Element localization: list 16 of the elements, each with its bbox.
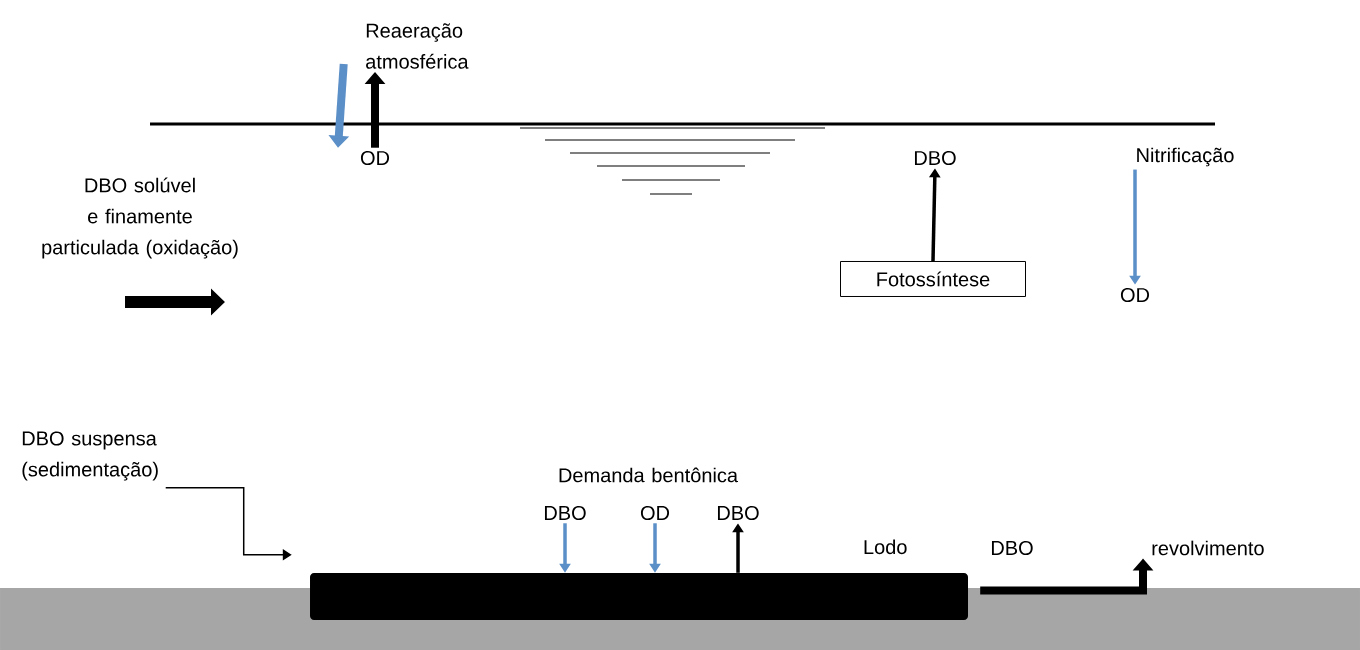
text-label: OD: [640, 505, 670, 521]
text-label: OD: [360, 150, 390, 166]
text-label: DBO: [915, 150, 956, 166]
process-box: Fotossíntese: [840, 261, 1026, 297]
sludge-bar: [310, 573, 968, 620]
sludge-label: Lodo: [864, 539, 907, 555]
text-label: Nitrificação: [1137, 147, 1234, 167]
text-label: Reaeração atmosférica: [366, 23, 469, 69]
text-label: DBO: [718, 505, 759, 521]
text-label: DBO suspensa (sedimentação): [22, 431, 158, 481]
text-label: DBO solúvel e finamente particulada (oxidação): [42, 177, 238, 259]
text-label: revolvimento: [1152, 540, 1264, 556]
text-label: OD: [1120, 287, 1150, 303]
text-label: DBO: [545, 505, 586, 521]
edge-label: DBO: [988, 538, 1036, 558]
text-label: Demanda bentônica: [559, 467, 738, 483]
